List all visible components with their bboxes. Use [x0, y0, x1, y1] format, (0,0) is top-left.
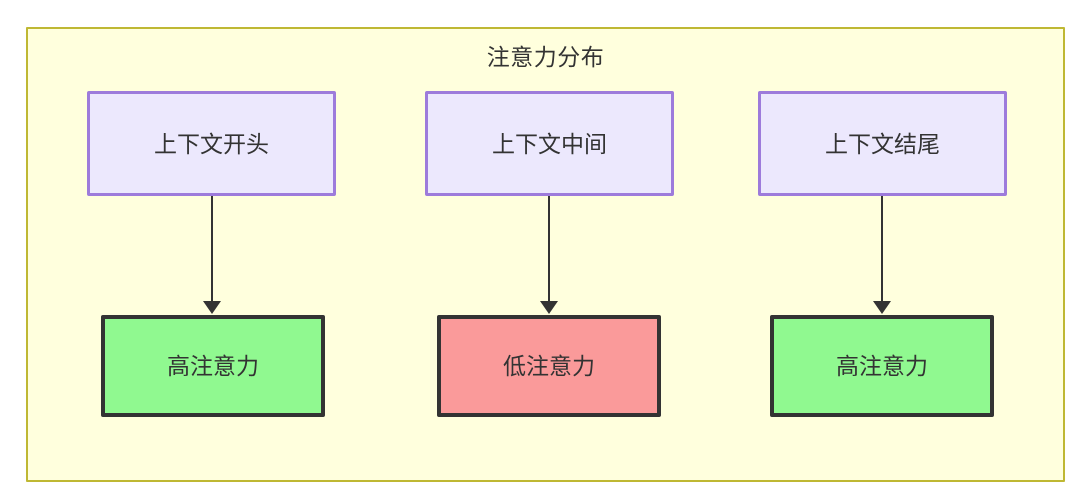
node-context-end-label: 上下文结尾 — [825, 130, 940, 157]
node-context-middle-label: 上下文中间 — [492, 130, 607, 157]
node-attention-low-middle-label: 低注意力 — [503, 353, 595, 379]
node-attention-high-end-label: 高注意力 — [836, 353, 928, 379]
node-attention-high-end[interactable]: 高注意力 — [770, 315, 994, 417]
node-context-middle[interactable]: 上下文中间 — [425, 91, 674, 196]
node-attention-high-start-label: 高注意力 — [167, 353, 259, 379]
node-attention-low-middle[interactable]: 低注意力 — [437, 315, 661, 417]
node-context-end[interactable]: 上下文结尾 — [758, 91, 1007, 196]
node-attention-high-start[interactable]: 高注意力 — [101, 315, 325, 417]
node-context-start-label: 上下文开头 — [154, 130, 269, 157]
node-context-start[interactable]: 上下文开头 — [87, 91, 336, 196]
subgraph-title: 注意力分布 — [486, 44, 605, 70]
